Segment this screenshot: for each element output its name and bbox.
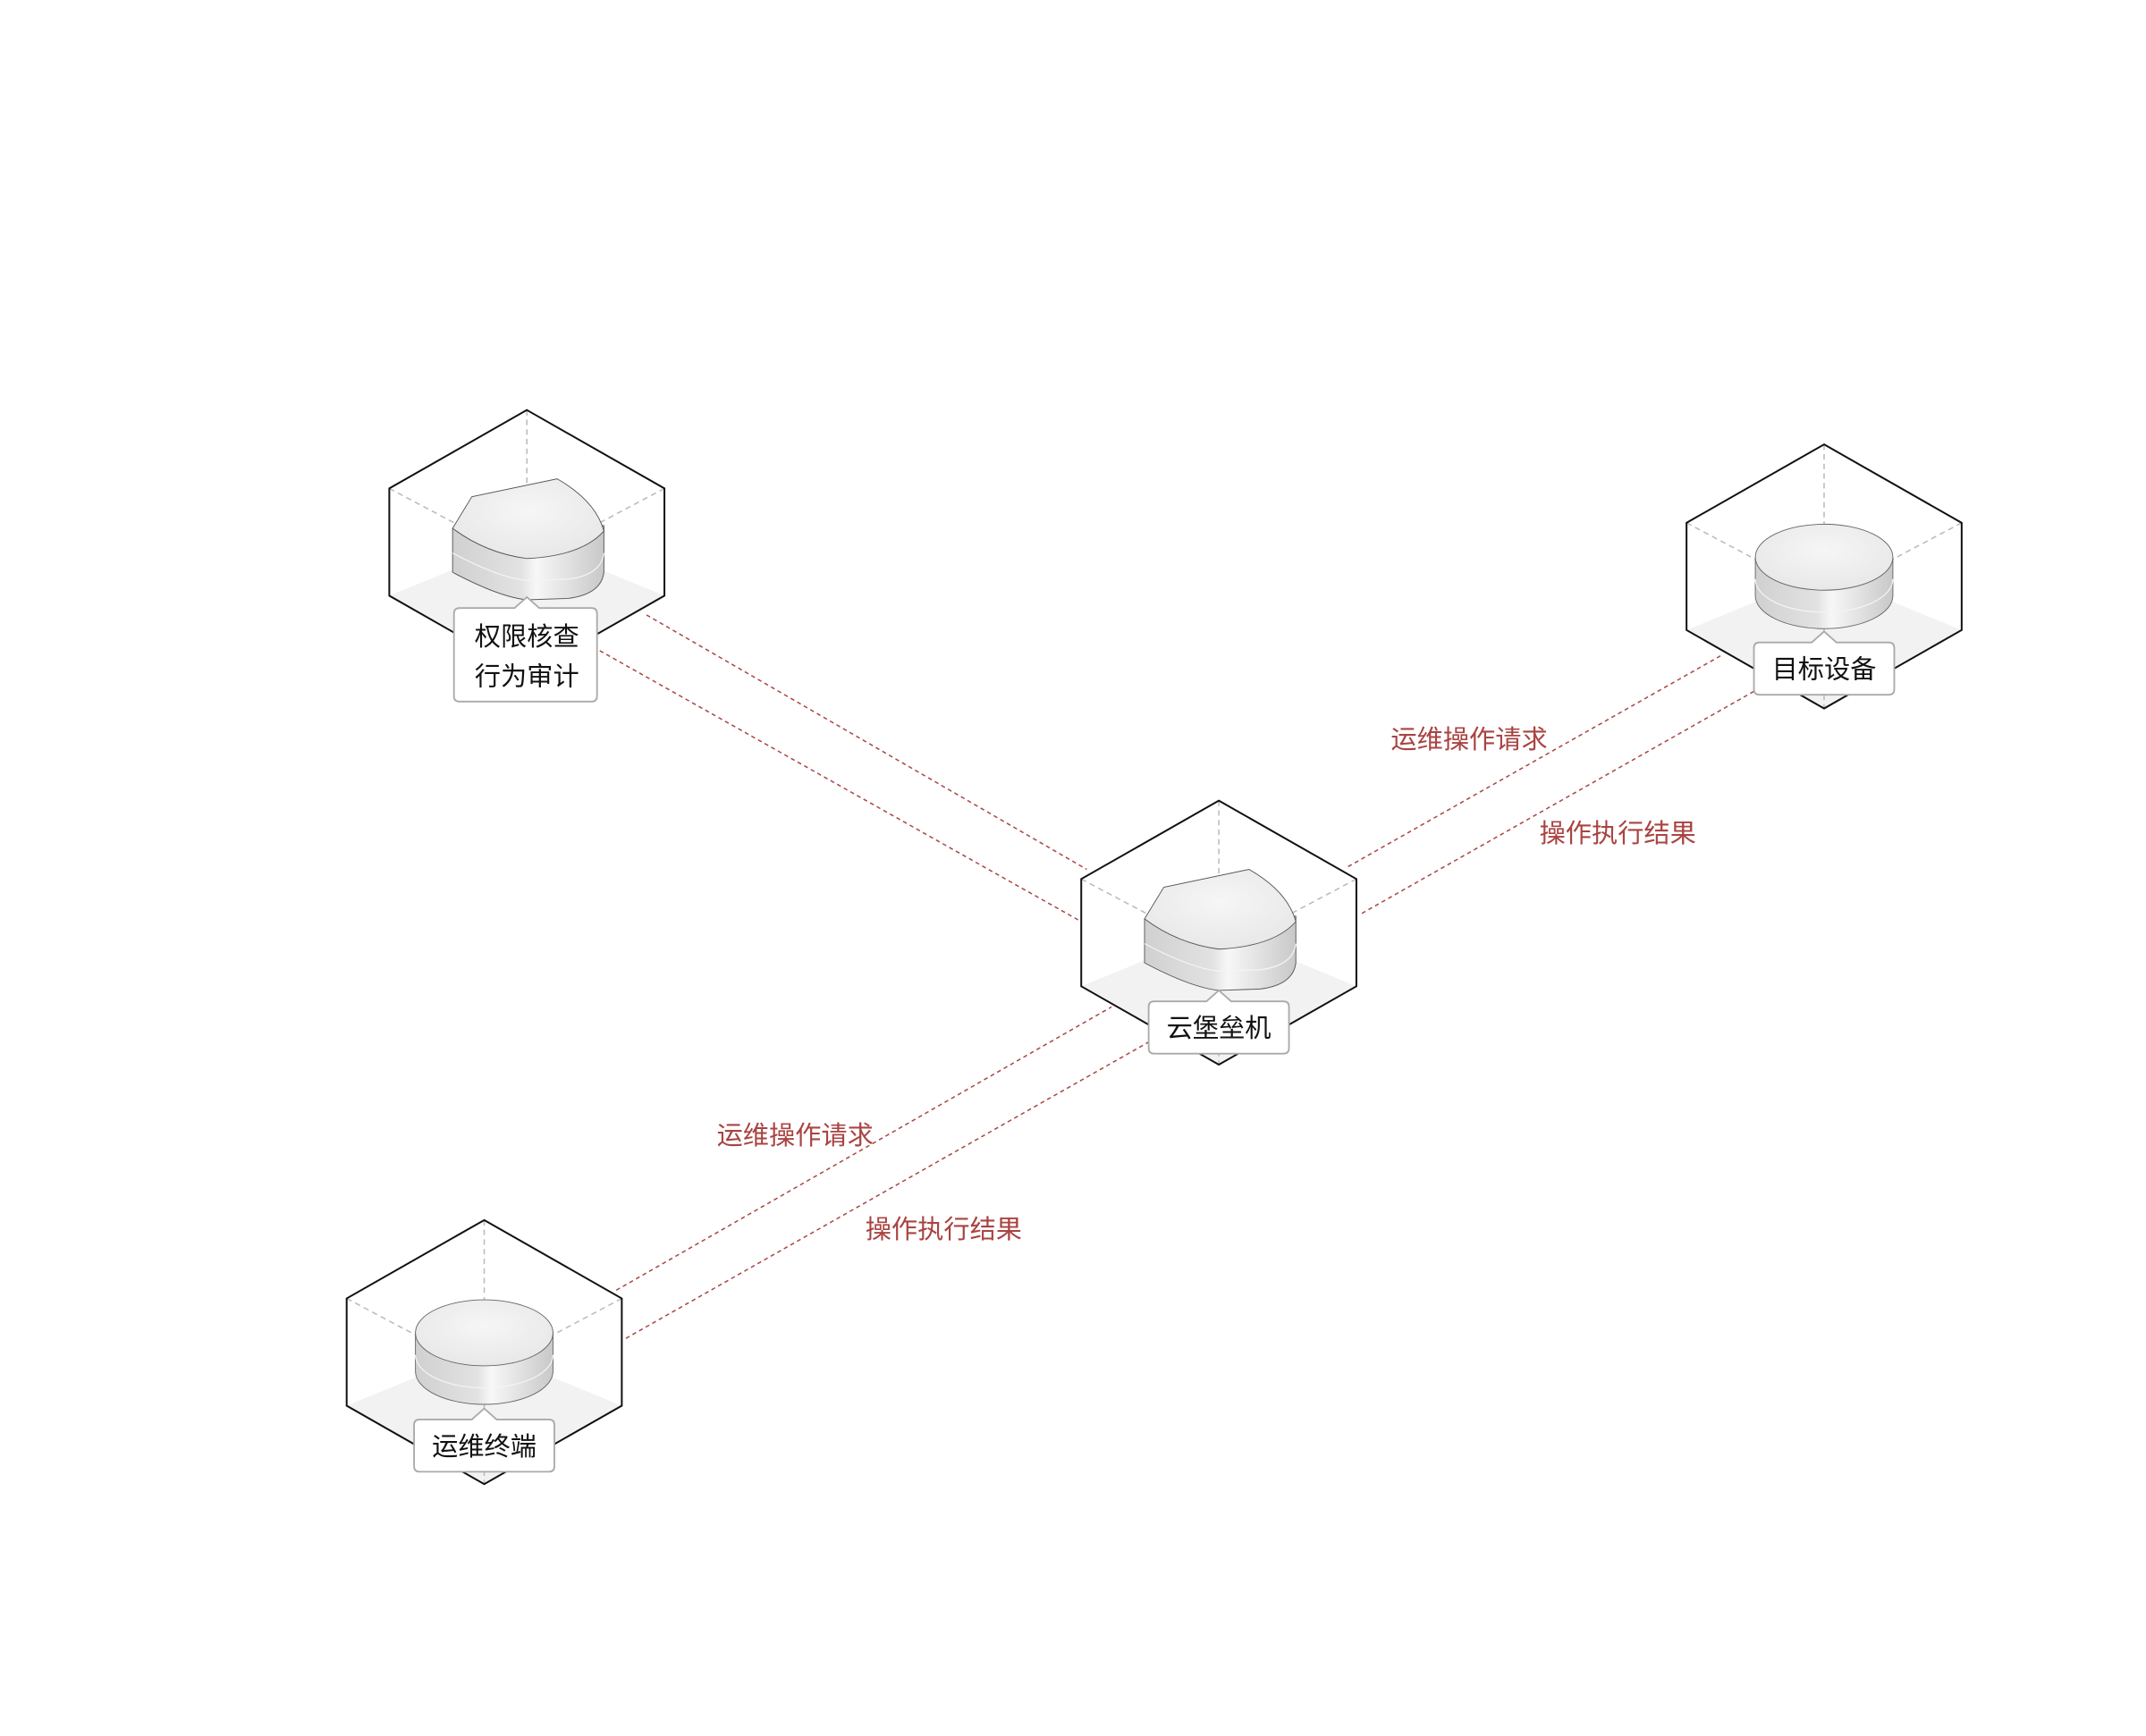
cylinder-device-icon	[1754, 523, 1894, 629]
node-target[interactable]: 目标设备	[1686, 443, 1963, 710]
node-label-line1: 权限核查	[475, 621, 579, 652]
node-audit[interactable]: 权限核查 行为审计	[388, 409, 666, 703]
cylinder-terminal-icon	[415, 1299, 554, 1405]
node-label: 云堡垒机	[1167, 1013, 1272, 1043]
connector-terminal-bastion	[615, 1006, 1151, 1339]
edge-label-result: 操作执行结果	[866, 1214, 1022, 1244]
node-label: 运维终端	[432, 1431, 536, 1462]
edge-label-request: 运维操作请求	[1390, 724, 1547, 754]
edge-label-request: 运维操作请求	[717, 1120, 874, 1150]
node-label-box: 目标设备	[1753, 630, 1896, 696]
node-label-box: 权限核查 行为审计	[452, 595, 598, 703]
node-label-box: 云堡垒机	[1147, 989, 1290, 1055]
node-label: 目标设备	[1772, 654, 1877, 685]
edge-label-result: 操作执行结果	[1540, 818, 1696, 848]
node-label-line2: 行为审计	[475, 661, 579, 691]
node-terminal[interactable]: 运维终端	[345, 1218, 623, 1486]
connector-audit-bastion	[599, 614, 1087, 923]
shield-server-icon	[452, 477, 605, 601]
node-bastion[interactable]: 云堡垒机	[1080, 799, 1357, 1066]
shield-server-icon	[1144, 868, 1297, 991]
connector-bastion-target	[1348, 653, 1756, 914]
node-label-box: 运维终端	[413, 1407, 555, 1473]
